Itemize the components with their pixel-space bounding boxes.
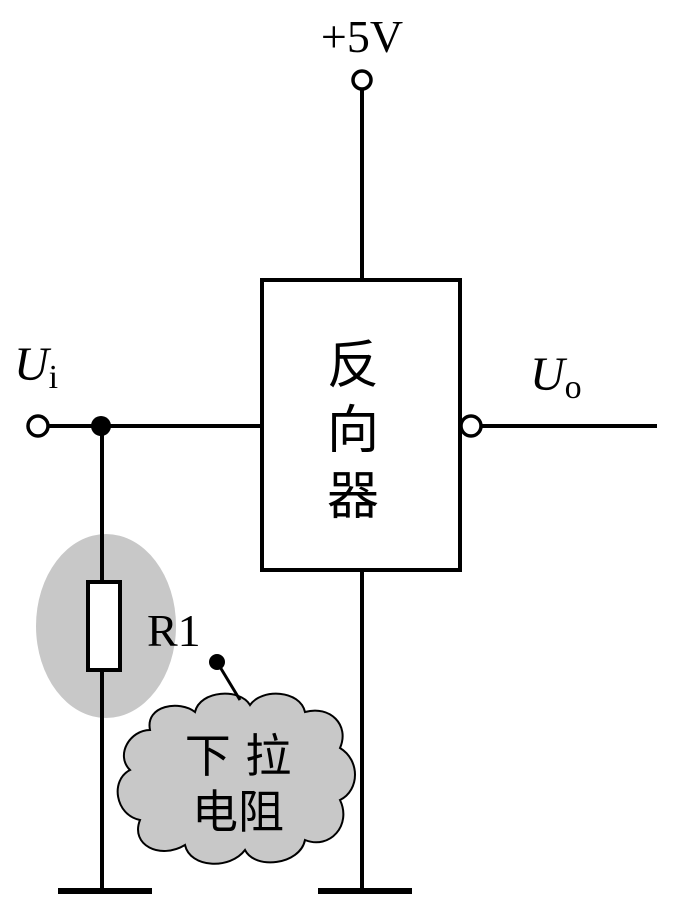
input-label: Ui xyxy=(14,338,58,396)
inverter-block xyxy=(260,278,462,572)
output-label-subscript: o xyxy=(565,369,582,406)
input-label-subscript: i xyxy=(49,359,58,396)
resistor-r1 xyxy=(86,580,122,672)
callout-text-line-2: 电阻 xyxy=(192,785,284,839)
junction-node xyxy=(91,416,111,436)
resistor-label: R1 xyxy=(147,605,201,656)
callout-cloud xyxy=(116,692,356,865)
supply-terminal xyxy=(351,69,373,91)
input-terminal xyxy=(26,414,50,438)
output-label: Uo xyxy=(530,348,582,406)
callout-leader-dot xyxy=(209,654,225,670)
inverter-label-line-1: 反 xyxy=(327,336,379,396)
inverter-label-line-2: 向 xyxy=(327,401,379,461)
inverter-output-bubble xyxy=(459,414,483,438)
supply-label: +5V xyxy=(321,11,403,62)
inverter-label-line-3: 器 xyxy=(327,467,379,527)
output-label-symbol: U xyxy=(530,348,568,401)
callout-text-line-1: 下 拉 xyxy=(185,729,292,783)
input-label-symbol: U xyxy=(14,338,52,391)
